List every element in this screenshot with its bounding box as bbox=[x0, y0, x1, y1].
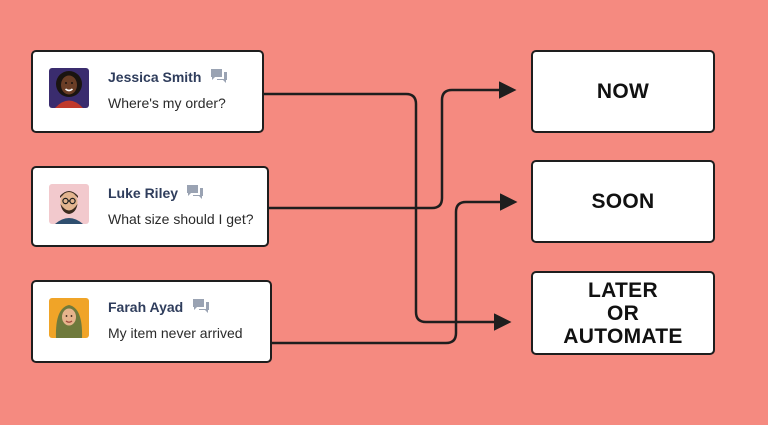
message-text: What size should I get? bbox=[108, 211, 254, 227]
bucket-later-or-automate[interactable]: LATER OR AUTOMATE bbox=[531, 271, 715, 355]
sender-name: Luke Riley bbox=[108, 185, 179, 201]
bucket-label: SOON bbox=[591, 190, 655, 213]
chat-bubbles-icon bbox=[193, 299, 209, 313]
sender-name: Jessica Smith bbox=[108, 69, 202, 85]
connector-luke-to-now bbox=[268, 81, 517, 210]
chat-bubbles-icon bbox=[211, 69, 227, 83]
chat-bubbles-icon bbox=[187, 185, 203, 199]
connector-farah-to-soon bbox=[271, 193, 518, 345]
message-text: My item never arrived bbox=[108, 325, 243, 341]
sender-name: Farah Ayad bbox=[108, 299, 184, 315]
avatar-jessica bbox=[49, 68, 89, 108]
message-card-farah[interactable]: Farah Ayad My item never arrived bbox=[31, 280, 272, 363]
bucket-soon[interactable]: SOON bbox=[531, 160, 715, 243]
bucket-label: LATER OR AUTOMATE bbox=[563, 278, 683, 348]
message-card-luke[interactable]: Luke Riley What size should I get? bbox=[31, 166, 269, 247]
bucket-label: NOW bbox=[596, 80, 650, 103]
bucket-now[interactable]: NOW bbox=[531, 50, 715, 133]
avatar-luke bbox=[49, 184, 89, 224]
message-card-jessica[interactable]: Jessica Smith Where's my order? bbox=[31, 50, 264, 133]
message-text: Where's my order? bbox=[108, 95, 226, 111]
avatar-farah bbox=[49, 298, 89, 338]
